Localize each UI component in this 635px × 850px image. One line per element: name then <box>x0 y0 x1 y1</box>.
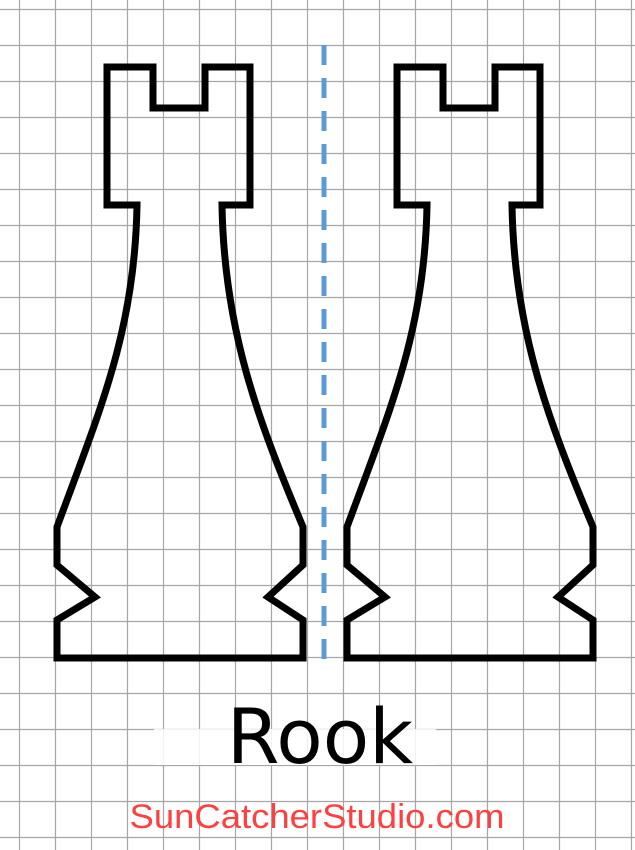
website-credit: SunCatcherStudio.com <box>130 798 505 836</box>
rook-left-outline <box>53 63 307 662</box>
piece-title: Rook <box>227 692 413 781</box>
